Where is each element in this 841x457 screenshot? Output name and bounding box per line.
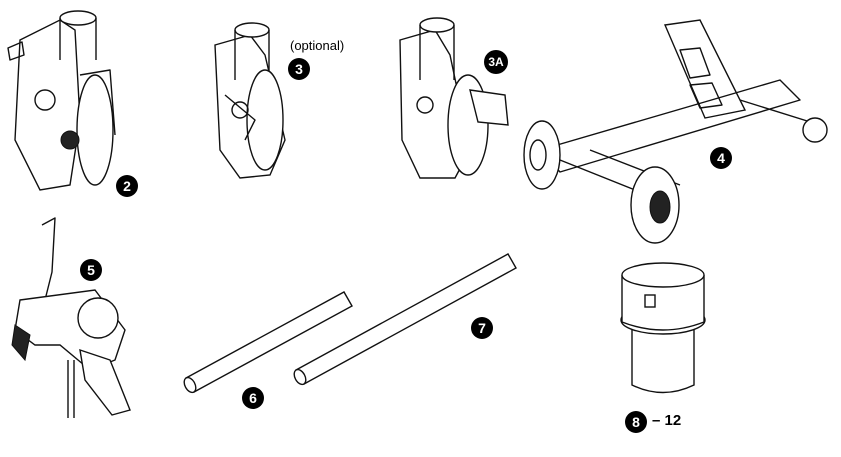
part-7-badge: 7 <box>471 317 493 339</box>
part-2-drawing <box>7 10 116 191</box>
part-4-drawing <box>523 19 828 244</box>
part-8-range-label: – 12 <box>652 412 682 429</box>
part-6-drawing <box>183 291 353 394</box>
part-3a-drawing <box>399 17 509 179</box>
part-4-badge: 4 <box>710 147 732 169</box>
part-3-optional-note: (optional) <box>290 38 345 53</box>
part-6-badge: 6 <box>242 387 264 409</box>
part-3a-badge: 3A <box>484 50 508 74</box>
part-5-badge: 5 <box>80 259 102 281</box>
part-8-badge: 8 <box>625 411 647 433</box>
part-8-12-drawing <box>620 262 706 394</box>
part-2-badge: 2 <box>116 175 138 197</box>
part-5-drawing <box>11 217 131 418</box>
part-3-drawing <box>214 22 286 179</box>
part-7-drawing <box>293 253 517 386</box>
part-3-badge: 3 <box>288 58 310 80</box>
